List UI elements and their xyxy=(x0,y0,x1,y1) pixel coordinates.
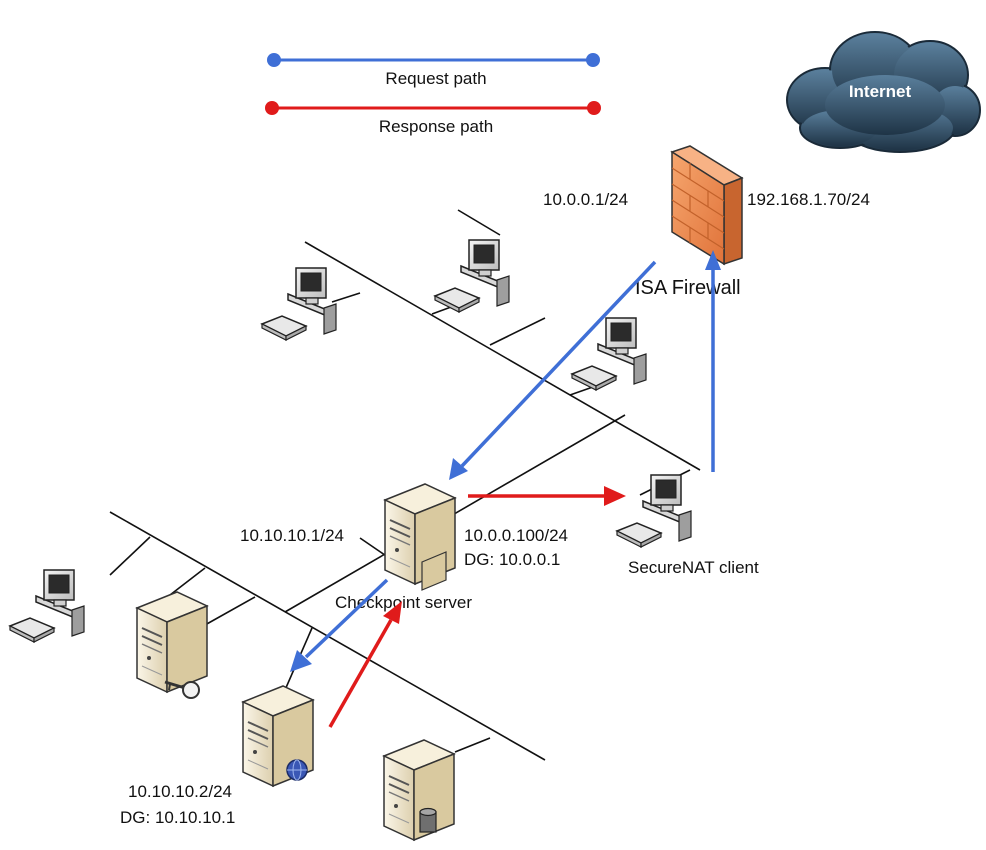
securenat-client-icon xyxy=(616,474,692,548)
workstation-icon xyxy=(434,239,510,313)
database-icon xyxy=(419,807,437,833)
legend-response-line xyxy=(265,101,601,115)
internet-cloud-icon xyxy=(786,31,981,153)
workstation-icon xyxy=(9,569,85,643)
auth-server-icon xyxy=(136,591,208,693)
globe-icon xyxy=(286,759,308,781)
web-server-ip: 10.10.10.2/24 xyxy=(128,782,232,801)
legend-request-line xyxy=(267,53,600,67)
workstation-icon xyxy=(261,267,337,341)
key-icon xyxy=(164,680,200,699)
response-path xyxy=(328,486,626,728)
web-server-dg: DG: 10.10.10.1 xyxy=(120,808,235,827)
database-server-icon xyxy=(383,739,455,841)
isa-firewall-icon xyxy=(670,145,744,266)
checkpoint-internal-ip: 10.10.10.1/24 xyxy=(240,526,344,545)
checkpoint-dg: DG: 10.0.0.1 xyxy=(464,550,560,569)
internet-label: Internet xyxy=(849,82,912,101)
isa-firewall-label: ISA Firewall xyxy=(635,277,741,299)
request-path xyxy=(290,250,721,672)
workstation-icon xyxy=(571,317,647,391)
checkpoint-external-ip: 10.0.0.100/24 xyxy=(464,526,568,545)
legend: Request path Response path xyxy=(265,53,601,136)
legend-response-label: Response path xyxy=(379,117,493,136)
legend-request-label: Request path xyxy=(385,69,486,88)
isa-internal-ip: 10.0.0.1/24 xyxy=(543,190,628,209)
isa-external-ip: 192.168.1.70/24 xyxy=(747,190,870,209)
checkpoint-card-icon xyxy=(421,551,447,591)
securenat-client-label: SecureNAT client xyxy=(628,558,759,577)
